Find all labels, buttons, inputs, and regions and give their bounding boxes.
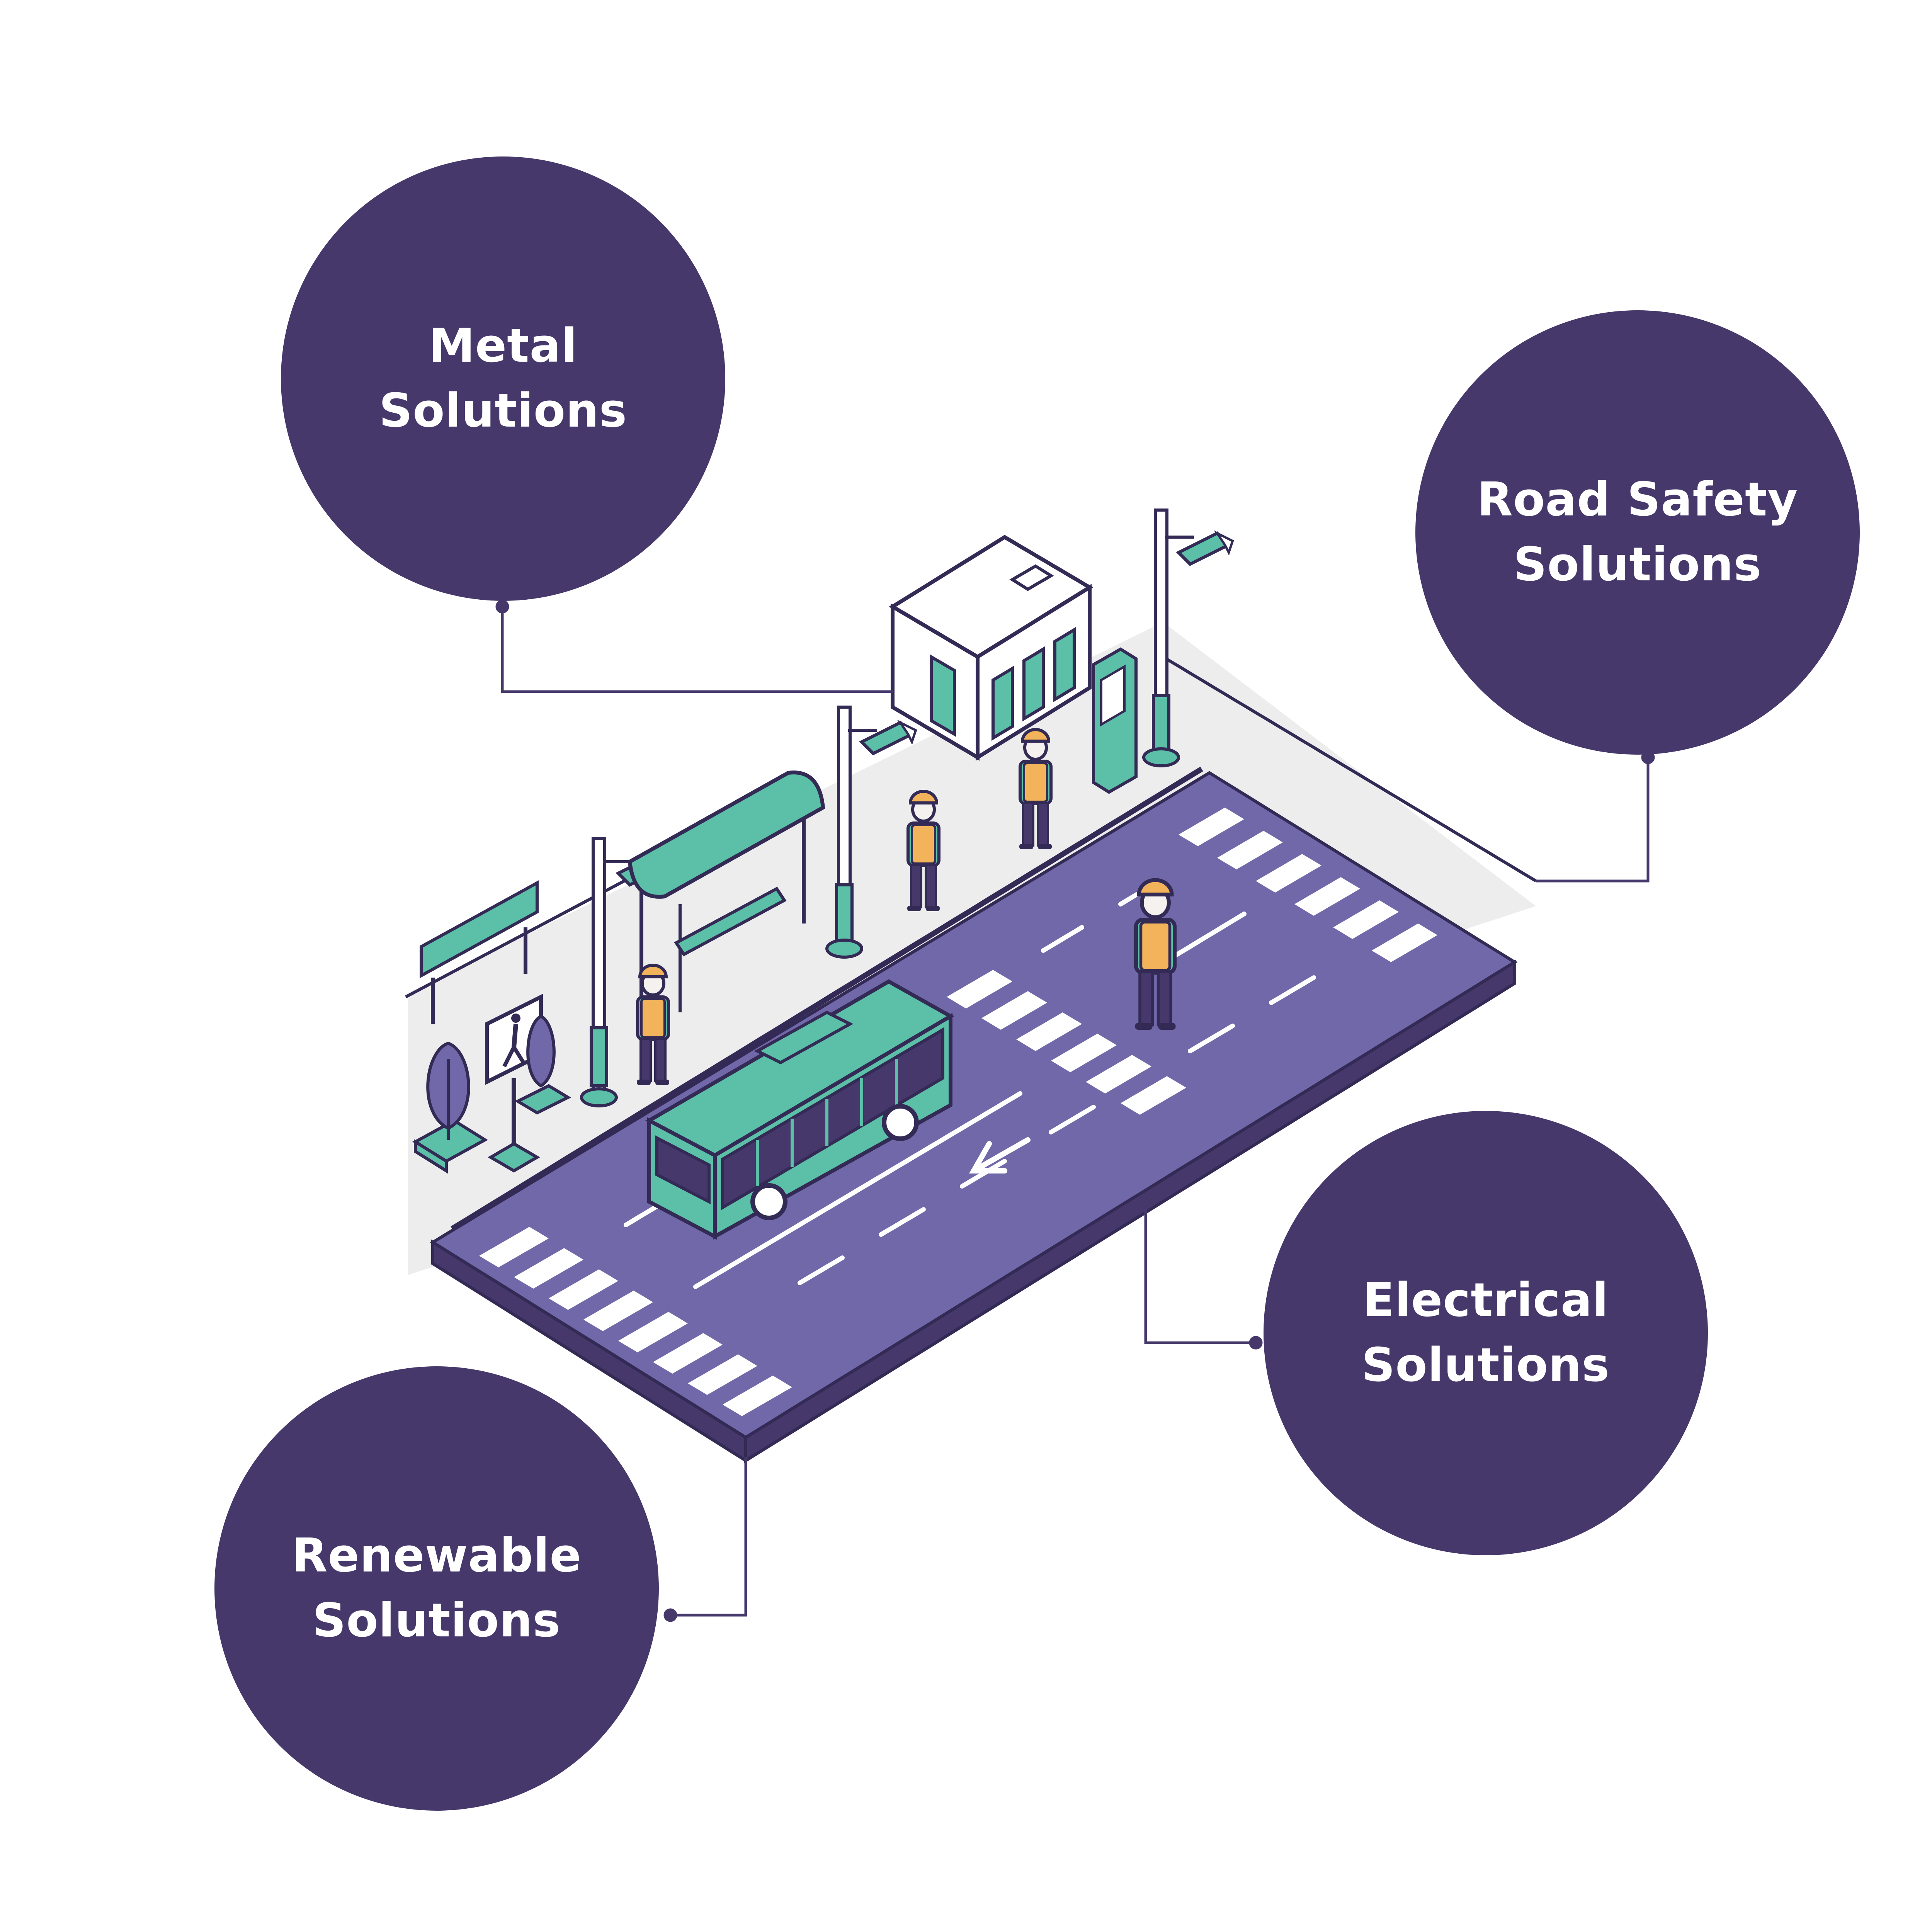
renewable-solutions-callout: Renewable Solutions bbox=[214, 1366, 659, 1811]
road-safety-connector bbox=[1536, 757, 1650, 883]
renewable-connector-dot bbox=[663, 1608, 677, 1622]
callout-label-line2: Solutions bbox=[1513, 538, 1762, 592]
bus-shelter-icon bbox=[628, 770, 825, 1012]
road bbox=[430, 767, 1518, 1464]
billboard-icon bbox=[420, 880, 539, 1024]
callout-label-line2: Solutions bbox=[312, 1594, 561, 1648]
cctv-camera-pole bbox=[1142, 509, 1234, 767]
connector-lines bbox=[495, 600, 1655, 1622]
callout-label-line1: Electrical bbox=[1362, 1274, 1609, 1327]
callout-label-line2: Solutions bbox=[1361, 1338, 1610, 1392]
sidewalk-back-line bbox=[1162, 655, 1537, 883]
cctv-camera-pole bbox=[825, 706, 917, 959]
road-safety-solutions-callout: Road Safety Solutions bbox=[1415, 310, 1860, 755]
ticket-machine-icon bbox=[1092, 647, 1138, 794]
crosswalk-middle bbox=[947, 970, 1186, 1115]
lane-arrow-icon bbox=[969, 1137, 1031, 1173]
tree-icon bbox=[514, 1014, 571, 1115]
callout-label-line2: Solutions bbox=[379, 384, 628, 438]
cctv-camera-icon bbox=[859, 719, 917, 755]
crosswalk-far bbox=[1179, 808, 1437, 962]
guard-booth-icon bbox=[889, 535, 1094, 761]
bus-icon bbox=[645, 979, 955, 1240]
electrical-connector bbox=[1144, 1202, 1256, 1344]
electrical-solutions-callout: Electrical Solutions bbox=[1264, 1111, 1708, 1555]
tree-icon bbox=[412, 1041, 488, 1174]
callout-label-line1: Metal bbox=[429, 319, 578, 373]
crosswalk-near bbox=[479, 1227, 792, 1416]
metal-connector-dot bbox=[495, 600, 509, 614]
renewable-connector bbox=[670, 1457, 747, 1617]
callout-label-line1: Road Safety bbox=[1477, 473, 1798, 527]
metal-connector bbox=[501, 607, 893, 693]
cctv-camera-icon bbox=[1176, 530, 1234, 566]
electrical-connector-dot bbox=[1249, 1336, 1263, 1350]
metal-solutions-callout: Metal Solutions bbox=[281, 156, 725, 601]
callout-label-line1: Renewable bbox=[292, 1529, 582, 1583]
